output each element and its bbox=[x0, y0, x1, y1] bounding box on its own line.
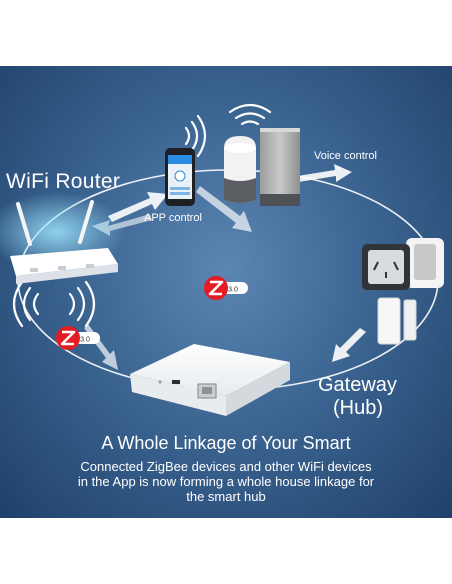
description-line: in the App is now forming a whole house … bbox=[77, 474, 375, 489]
door-sensors bbox=[377, 297, 417, 345]
smart-plugs bbox=[362, 238, 444, 290]
zigbee-logo-icon: 3.0 bbox=[204, 276, 248, 300]
headline: A Whole Linkage of Your Smart bbox=[101, 433, 351, 453]
infographic-panel: 3.0 3.0 WiFi Router Voice control APP co… bbox=[0, 66, 452, 518]
app-control-label: APP control bbox=[144, 212, 202, 224]
zigbee-version-label: 3.0 bbox=[228, 287, 238, 294]
large-speaker bbox=[260, 128, 300, 206]
description-line: the smart hub bbox=[186, 489, 266, 504]
wifi-waves-icon bbox=[12, 103, 272, 328]
smartphone bbox=[165, 148, 195, 206]
description-line: Connected ZigBee devices and other WiFi … bbox=[80, 459, 372, 474]
mini-speaker bbox=[224, 136, 256, 203]
router-label: WiFi Router bbox=[6, 170, 121, 193]
description: Connected ZigBee devices and other WiFi … bbox=[10, 459, 442, 504]
wifi-router bbox=[0, 192, 126, 284]
linkage-diagram bbox=[0, 103, 444, 416]
gateway-hub bbox=[130, 344, 290, 416]
zigbee-version-label: 3.0 bbox=[80, 337, 90, 344]
zigbee-logo-icon: 3.0 bbox=[56, 326, 100, 350]
hub-label: (Hub) bbox=[333, 397, 384, 419]
voice-control-label: Voice control bbox=[314, 150, 377, 162]
gateway-label: Gateway bbox=[318, 374, 397, 396]
